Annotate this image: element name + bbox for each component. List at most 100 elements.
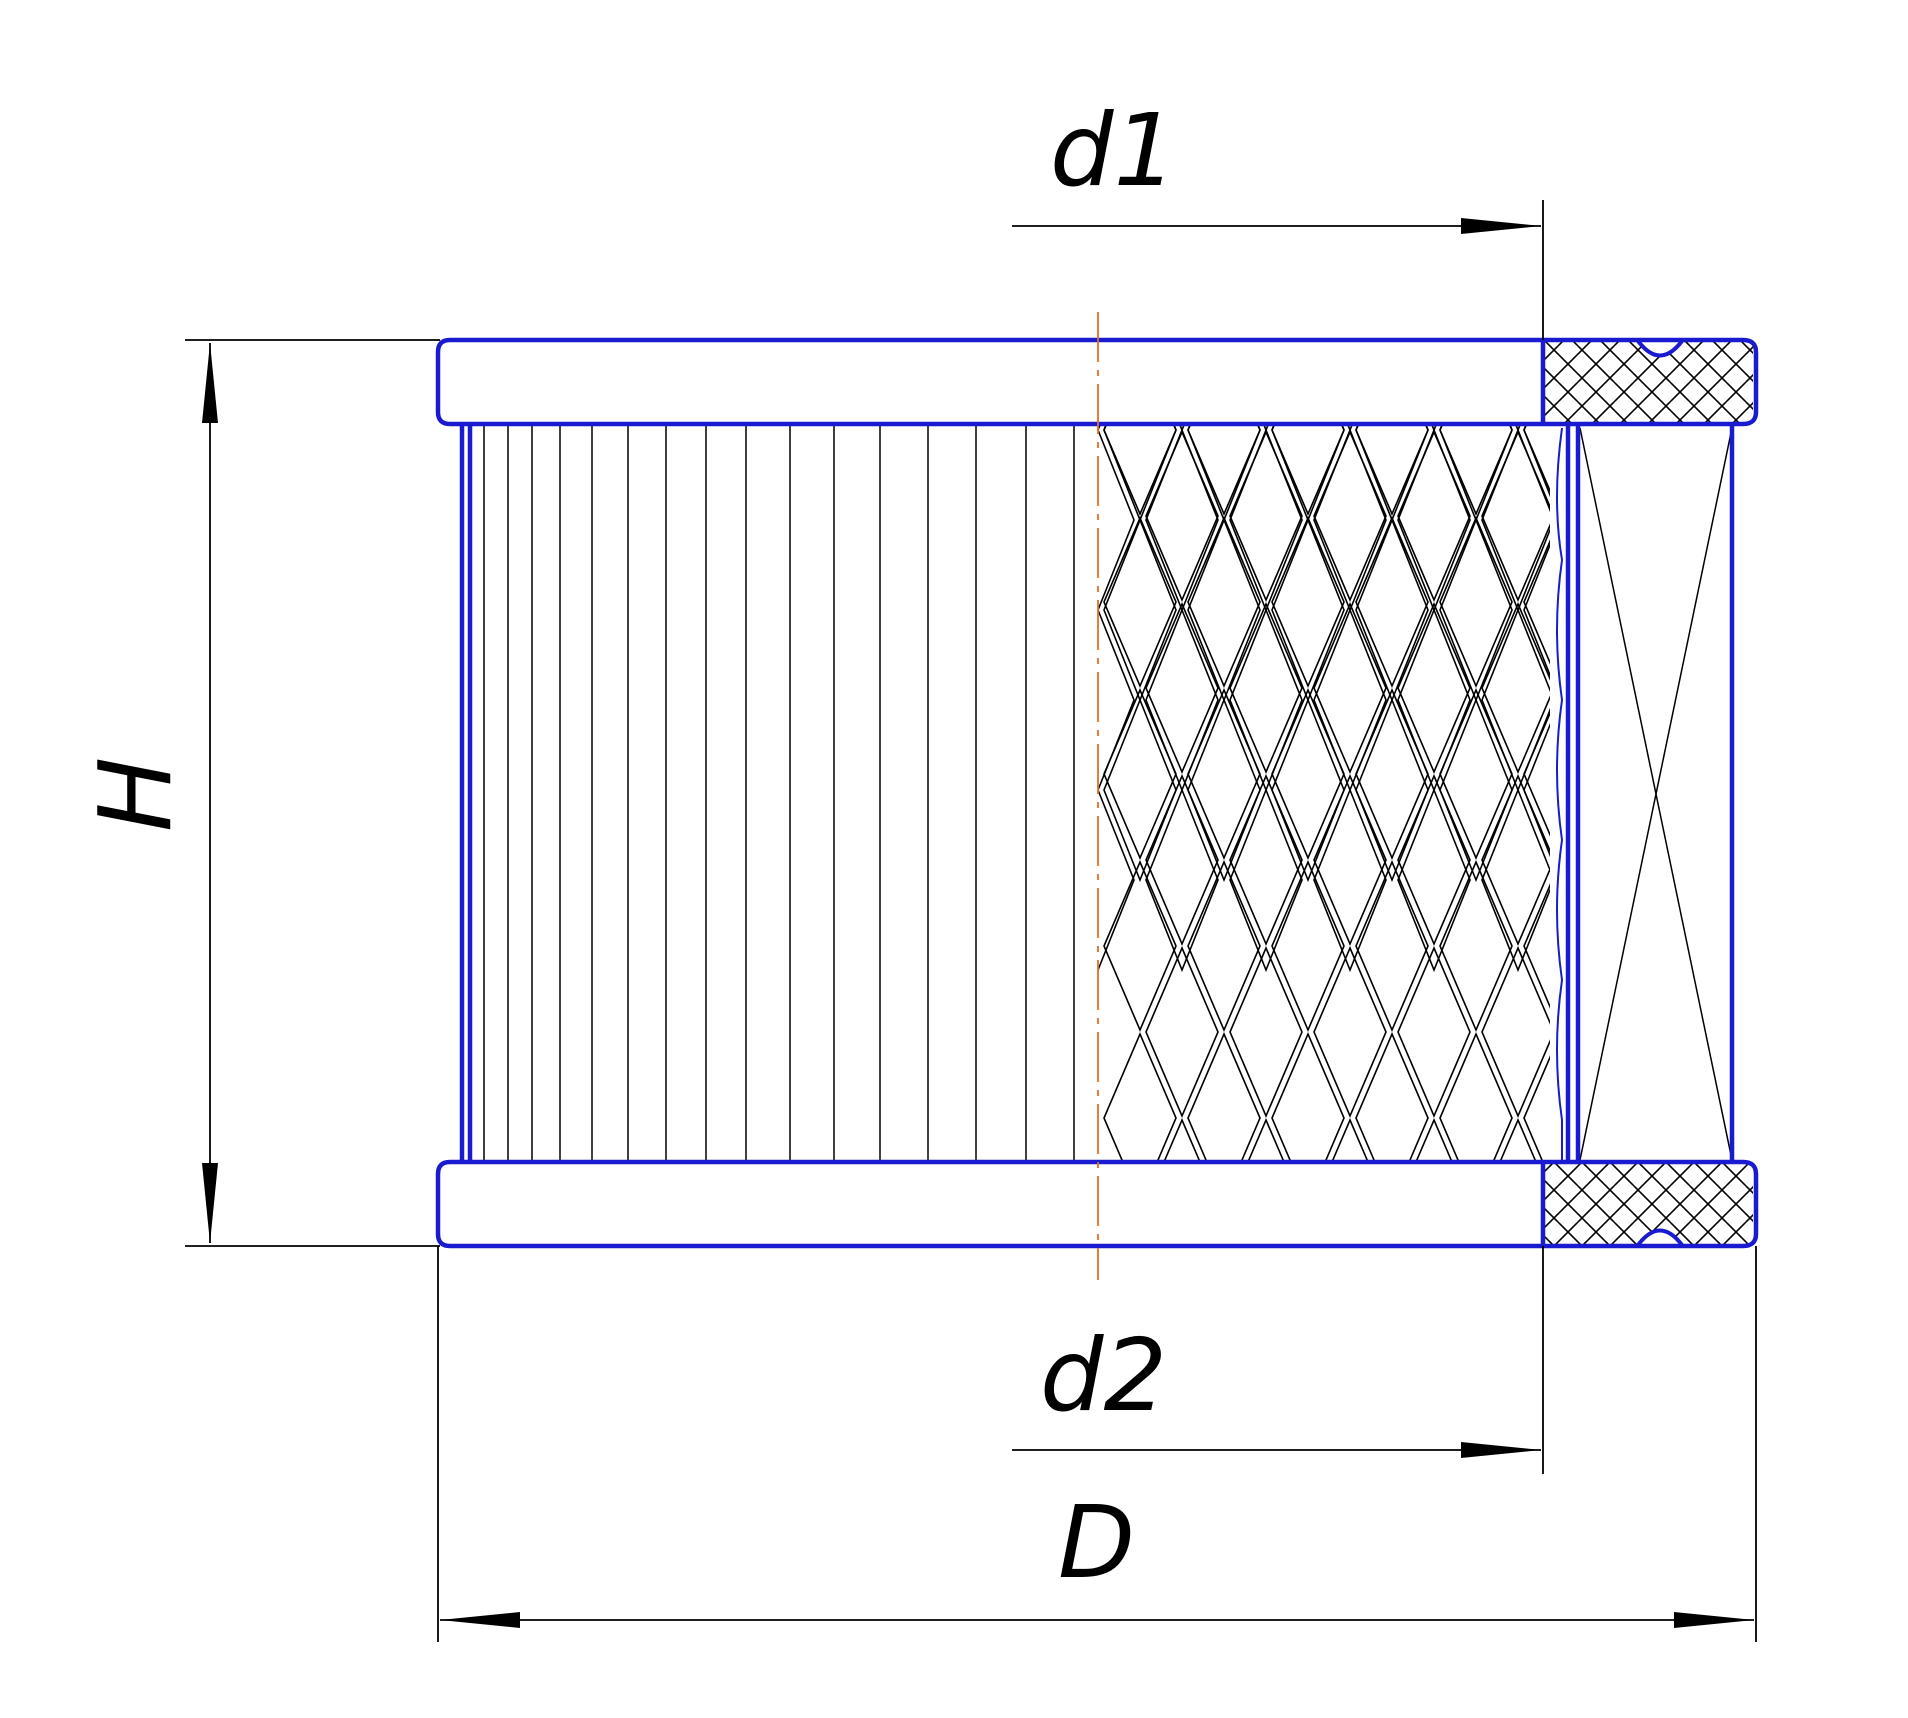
mesh-cell [1734,948,1806,1116]
mesh-cell [1692,518,1764,686]
mesh-cell [1103,517,1177,703]
mesh-cell [1103,515,1177,689]
mesh-cell [1313,601,1387,775]
mesh-cell [1397,607,1471,793]
expanded-metal-mesh [1020,340,1806,1160]
mesh-cell [1692,520,1764,700]
mesh-cell [1271,859,1345,1033]
bottom-seal-ring [1543,1162,1753,1247]
mesh-cell [1734,776,1806,944]
mesh-cell [1187,859,1261,1033]
top-seal-ring [1543,339,1753,423]
mesh-cell [1313,607,1387,793]
mesh-cell [1397,601,1471,775]
mesh-cell [1608,862,1680,1030]
mesh-cell [1439,517,1513,703]
mesh-cell [1439,697,1513,883]
mesh-cell [1103,859,1177,1033]
mesh-cell [1397,429,1471,603]
mesh-cell [1331,1117,1369,1160]
mesh-cell [1481,429,1550,603]
mesh-cell [1229,429,1303,603]
mesh-cell [1229,945,1303,1119]
mesh-cell [1355,697,1429,883]
mesh-cell [1163,1117,1201,1160]
mesh-cell [1187,425,1261,517]
mesh-cell [1098,787,1135,973]
mesh-cell [1734,432,1806,600]
mesh-cell [1103,687,1177,861]
mesh-cell [1734,610,1806,790]
mesh-cell [1650,604,1722,772]
mesh-cell [1523,542,1550,678]
mesh-cell [1439,1031,1513,1160]
mesh-cell [1692,700,1764,880]
mesh-cell [1145,601,1219,775]
mesh-cell [1397,945,1471,1119]
mesh-cell [1145,429,1219,603]
mesh-cell [1355,687,1429,861]
mesh-cell [1481,427,1550,613]
mesh-cell [1523,883,1550,1009]
mesh-cell [1187,697,1261,883]
mesh-cell [1313,945,1387,1119]
mesh-cell [1229,773,1303,947]
label-d2: d2 [1040,1317,1167,1434]
mesh-cell [1313,429,1387,603]
mesh-cell [1229,601,1303,775]
mesh-cell [1439,687,1513,861]
mesh-cell [1247,1117,1285,1160]
mesh-cell [1481,601,1550,775]
mesh-cell [1439,859,1513,1033]
mesh-cell [1481,773,1550,947]
mesh-cell [1481,787,1550,973]
label-D: D [1058,1484,1135,1601]
element-outline [435,337,1759,1249]
mesh-cell [1229,787,1303,973]
mesh-cell [1415,1117,1453,1160]
mesh-cell [1397,787,1471,973]
mesh-cell [1608,520,1680,700]
mesh-cell [1650,432,1722,600]
mesh-cell [1103,697,1177,883]
mesh-cell [1020,520,1092,700]
mesh-cell [1397,427,1471,613]
mesh-cell [1692,690,1764,858]
mesh-cell [1145,773,1219,947]
mesh-cell [1271,697,1345,883]
mesh-cell [1229,427,1303,613]
mesh-cell [1229,607,1303,793]
mesh-cell [1020,340,1092,520]
mesh-cell [1650,610,1722,790]
mesh-cell [1355,425,1429,517]
mesh-cell [1355,859,1429,1033]
mesh-cell [1439,425,1513,517]
mesh-cell [1608,690,1680,858]
mesh-cell [1313,787,1387,973]
mesh-cell [1650,776,1722,944]
mesh-cell [1523,539,1550,665]
inner-core [1579,427,1733,1161]
mesh-cell [1187,517,1261,703]
mesh-cell [1355,1031,1429,1160]
dimensions [185,200,1757,1642]
mesh-cell [1271,517,1345,703]
mesh-cell [1271,1031,1345,1160]
mesh-cell [1145,607,1219,793]
mesh-cell [1098,607,1135,793]
mesh-cell [1313,427,1387,613]
label-H: H [77,757,194,832]
mesh-cell [1734,790,1806,970]
mesh-cell [1734,604,1806,772]
mesh-cell [1098,427,1135,613]
mesh-cell [1481,945,1550,1119]
mesh-cell [1523,711,1550,837]
mesh-cell [1187,1031,1261,1160]
mesh-cell [1608,518,1680,686]
mesh-cell [1734,430,1806,610]
mesh-cell [1020,700,1092,880]
mesh-cell [1103,425,1177,517]
mesh-cell [1187,687,1261,861]
mesh-cell [1355,517,1429,703]
